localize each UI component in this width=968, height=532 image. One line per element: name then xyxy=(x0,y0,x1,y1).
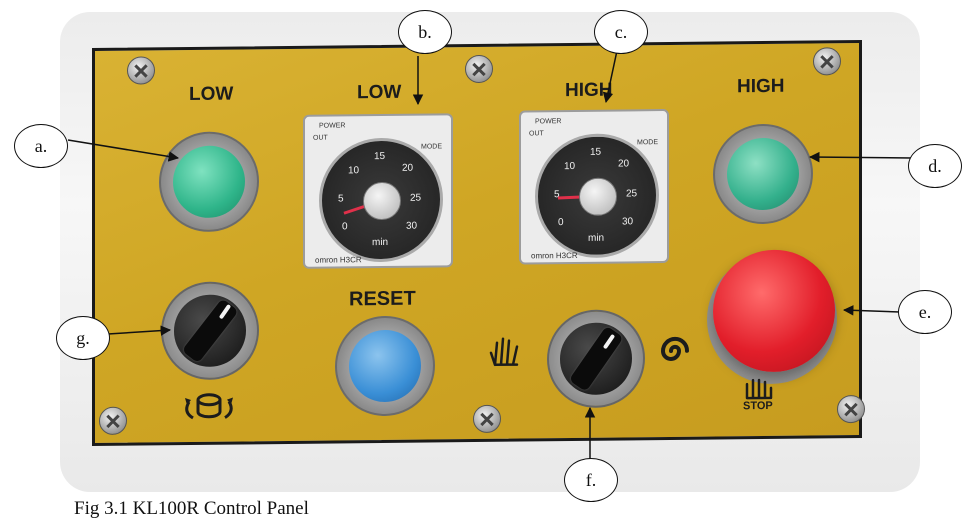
callout-g: g. xyxy=(56,316,110,360)
arrow-a xyxy=(67,139,180,162)
callout-b: b. xyxy=(398,10,452,54)
arrow-d xyxy=(808,151,913,163)
arrow-e xyxy=(842,305,901,316)
swirl-icon xyxy=(660,336,689,361)
figure-caption: Fig 3.1 KL100R Control Panel xyxy=(74,498,309,519)
arrow-c xyxy=(602,45,619,104)
callout-c: c. xyxy=(594,10,648,54)
callout-d: d. xyxy=(908,144,962,188)
control-panel: LOW LOW HIGH HIGH POWER OUT MODE 0 5 10 … xyxy=(92,39,865,447)
callout-e: e. xyxy=(898,290,952,334)
drum-rotate-icon xyxy=(185,393,233,420)
stop-hand-icon xyxy=(745,378,773,400)
callout-f: f. xyxy=(564,458,618,502)
arrow-g xyxy=(107,325,172,336)
hand-icon xyxy=(489,337,519,367)
callout-a: a. xyxy=(14,124,68,168)
